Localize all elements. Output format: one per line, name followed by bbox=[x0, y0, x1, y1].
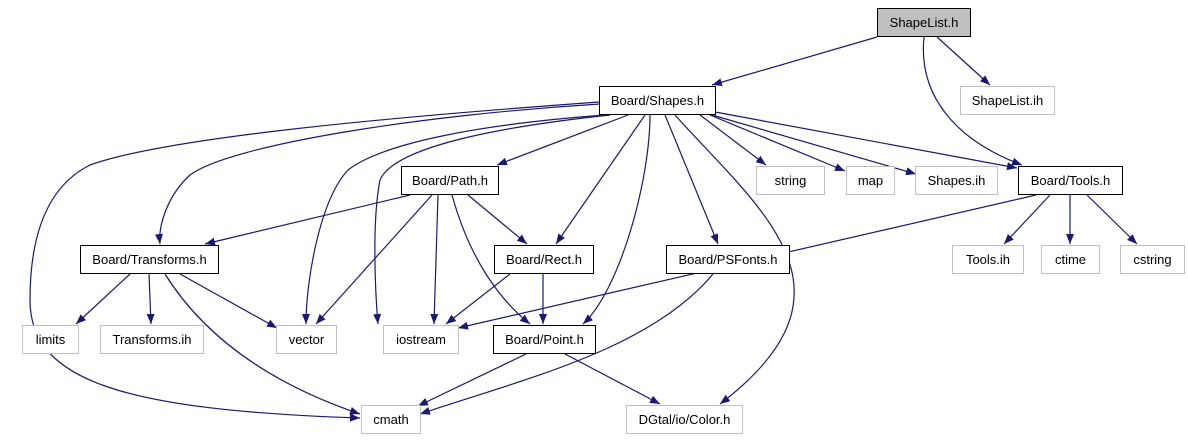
node-box bbox=[1018, 166, 1123, 195]
edge-tools-h-to-cstring bbox=[1086, 194, 1138, 245]
node-cmath: cmath bbox=[361, 405, 421, 434]
node-transforms-ih: Transforms.ih bbox=[100, 325, 204, 354]
edge-shapelist-h-to-shapelist-ih bbox=[936, 36, 991, 86]
edge-shapelist-h-to-tools-h bbox=[922, 36, 1023, 166]
node-shapelist-h[interactable]: ShapeList.h bbox=[877, 8, 971, 37]
edge-tools-h-to-tools-ih bbox=[1003, 194, 1051, 245]
node-label: Board/Path.h bbox=[412, 173, 488, 188]
edge-shapes-h-to-iostream bbox=[373, 114, 611, 325]
node-box bbox=[1120, 245, 1185, 274]
node-vector: vector bbox=[276, 325, 337, 354]
node-label: Board/Tools.h bbox=[1031, 173, 1111, 188]
edge-transforms-h-to-transforms-ih bbox=[146, 273, 155, 325]
node-label: cstring bbox=[1133, 252, 1171, 267]
node-map: map bbox=[846, 166, 895, 195]
edge-path-h-to-rect-h bbox=[467, 194, 528, 245]
node-box bbox=[846, 166, 895, 195]
node-point-h[interactable]: Board/Point.h bbox=[493, 325, 596, 354]
node-label: limits bbox=[36, 332, 66, 347]
edge-shapes-h-to-point-h bbox=[582, 114, 651, 325]
edge-shapes-h-to-shapes-ih bbox=[711, 114, 917, 176]
node-label: vector bbox=[289, 332, 325, 347]
node-label: map bbox=[858, 173, 883, 188]
node-label: Board/Rect.h bbox=[506, 252, 582, 267]
edge-shapes-h-to-transforms-h bbox=[154, 103, 601, 245]
edge-point-h-to-color-h bbox=[564, 353, 661, 405]
node-label: Board/Shapes.h bbox=[611, 93, 704, 108]
node-label: string bbox=[775, 173, 807, 188]
node-box bbox=[401, 166, 499, 195]
edge-path-h-to-vector bbox=[315, 194, 433, 325]
node-box bbox=[915, 166, 998, 195]
node-label: Board/Transforms.h bbox=[92, 252, 206, 267]
node-box bbox=[666, 245, 790, 274]
node-string: string bbox=[756, 166, 825, 195]
node-limits: limits bbox=[22, 325, 79, 354]
edge-path-h-to-iostream bbox=[430, 194, 439, 325]
edge-transforms-h-to-limits bbox=[75, 273, 131, 325]
node-box bbox=[877, 8, 971, 37]
node-box bbox=[756, 166, 825, 195]
node-box bbox=[952, 245, 1024, 274]
edge-shapes-h-to-tools-h bbox=[714, 111, 1018, 171]
node-ctime: ctime bbox=[1041, 245, 1100, 274]
node-label: Board/Point.h bbox=[505, 332, 584, 347]
edge-shapes-h-to-path-h bbox=[496, 114, 629, 166]
node-box bbox=[22, 325, 79, 354]
node-label: ShapeList.ih bbox=[972, 93, 1044, 108]
node-label: Transforms.ih bbox=[113, 332, 192, 347]
node-tools-ih: Tools.ih bbox=[952, 245, 1024, 274]
node-label: ShapeList.h bbox=[890, 15, 959, 30]
node-box bbox=[626, 405, 743, 434]
edge-shapes-h-to-psfonts-h bbox=[664, 114, 719, 245]
node-box bbox=[276, 325, 337, 354]
node-cstring: cstring bbox=[1120, 245, 1185, 274]
edge-path-h-to-transforms-h bbox=[204, 194, 411, 246]
edge-point-h-to-cmath bbox=[417, 353, 527, 407]
edge-psfonts-h-to-cmath bbox=[419, 273, 714, 415]
node-label: ctime bbox=[1055, 252, 1086, 267]
node-tools-h[interactable]: Board/Tools.h bbox=[1018, 166, 1123, 195]
node-box bbox=[494, 245, 594, 274]
edge-rect-h-to-iostream bbox=[445, 273, 511, 325]
node-box bbox=[100, 325, 204, 354]
edge-path-h-to-point-h bbox=[451, 194, 531, 325]
node-label: Board/PSFonts.h bbox=[679, 252, 778, 267]
edge-shapes-h-to-string bbox=[699, 114, 767, 166]
node-label: Tools.ih bbox=[966, 252, 1010, 267]
edge-shapes-h-to-vector bbox=[302, 114, 606, 325]
node-label: iostream bbox=[396, 332, 446, 347]
node-box bbox=[383, 325, 459, 354]
node-psfonts-h[interactable]: Board/PSFonts.h bbox=[666, 245, 790, 274]
node-label: DGtal/io/Color.h bbox=[639, 412, 731, 427]
edge-transforms-h-to-cmath bbox=[164, 273, 361, 415]
node-box bbox=[361, 405, 421, 434]
node-box bbox=[1041, 245, 1100, 274]
node-shapes-ih: Shapes.ih bbox=[915, 166, 998, 195]
node-label: Shapes.ih bbox=[928, 173, 986, 188]
edge-transforms-h-to-vector bbox=[179, 273, 278, 329]
node-transforms-h[interactable]: Board/Transforms.h bbox=[80, 245, 219, 274]
node-iostream: iostream bbox=[383, 325, 459, 354]
node-label: cmath bbox=[373, 412, 408, 427]
node-box bbox=[493, 325, 596, 354]
edge-shapes-h-to-map bbox=[709, 114, 846, 172]
node-shapelist-ih: ShapeList.ih bbox=[960, 86, 1055, 115]
node-rect-h[interactable]: Board/Rect.h bbox=[494, 245, 594, 274]
node-box bbox=[599, 86, 716, 115]
node-path-h[interactable]: Board/Path.h bbox=[401, 166, 499, 195]
edge-shapes-h-to-cmath bbox=[29, 101, 600, 422]
node-box bbox=[960, 86, 1055, 115]
node-shapes-h[interactable]: Board/Shapes.h bbox=[599, 86, 716, 115]
edge-shapes-h-to-rect-h bbox=[555, 114, 646, 245]
edge-shapelist-h-to-shapes-h bbox=[711, 36, 878, 87]
node-box bbox=[80, 245, 219, 274]
node-color-h: DGtal/io/Color.h bbox=[626, 405, 743, 434]
